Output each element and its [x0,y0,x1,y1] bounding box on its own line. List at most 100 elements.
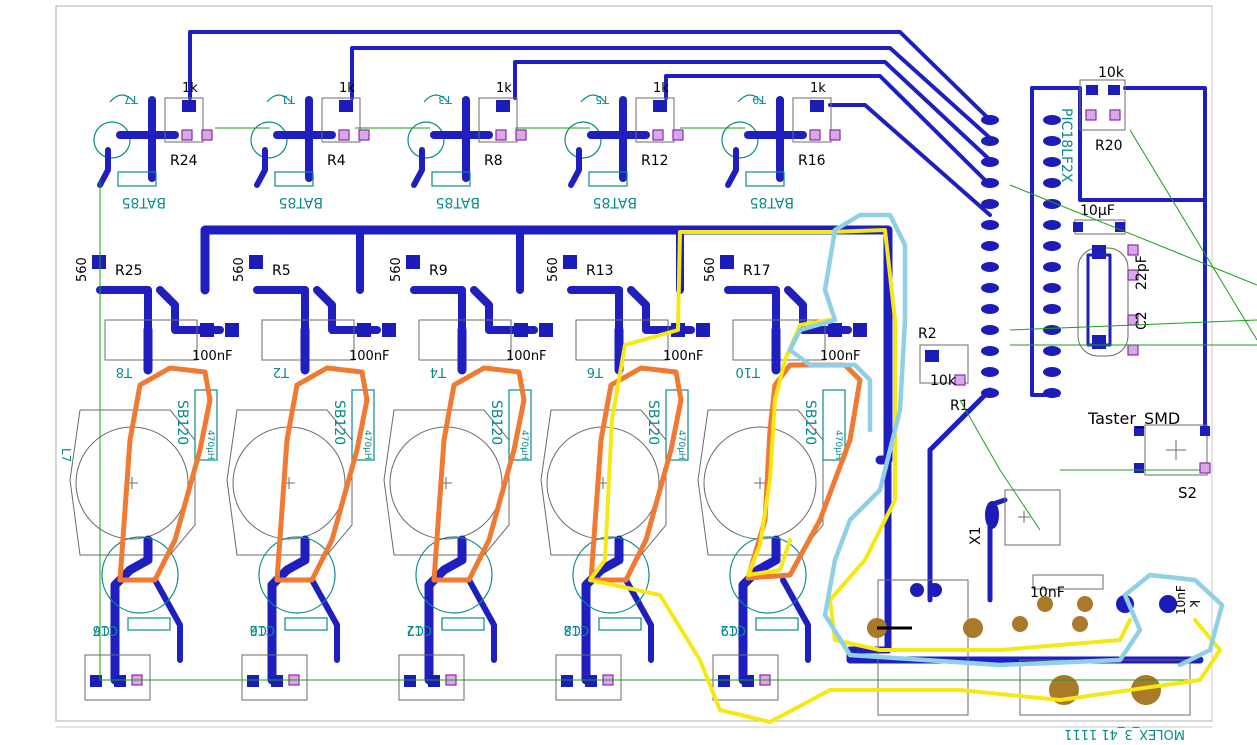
cap-value: 100nF [506,349,547,364]
transistor-top-body [407,121,445,159]
mcu-pad-right [1043,157,1061,167]
mcu-pad-left [981,241,999,251]
cap-low-ref: C9 [721,622,738,637]
diode-big-ref: SB120 [331,400,347,445]
trace-mid[interactable] [724,286,780,334]
mcu-pad-left [981,262,999,272]
transistor-top-outline [737,94,763,103]
r1-ref: R1 [950,398,969,414]
cap-bottom-circle [101,536,179,614]
r-low-ref: R9 [429,263,448,279]
lightblue-annotation [787,212,1225,668]
x1-crystal[interactable]: X1 [968,489,1061,546]
diode-ref: BAT85 [593,194,637,210]
c1-capacitor[interactable]: 10µF [1073,203,1126,235]
r-top-via [495,129,507,141]
trace-mid[interactable] [96,286,152,334]
trace-pwr-bot[interactable] [738,535,781,685]
orange-loop [274,365,370,583]
trace-pwr-bot-2[interactable] [623,577,654,663]
mcu-pad-left [981,367,999,377]
orange-loop [431,365,527,583]
diode-outline [274,171,314,187]
trace-diag[interactable] [254,147,268,188]
cap-bottom-outline [284,617,328,631]
trace-pwr-bot[interactable] [424,535,467,685]
trace-pwr-bot-2[interactable] [309,577,340,663]
r2-resistor[interactable]: R2 10k R1 [918,326,969,414]
orange-annotations [117,362,863,583]
r-low-value: 560 [703,257,718,282]
transistor-top-outline [109,94,135,103]
r-main-ref: R24 [170,153,198,169]
transistor-top-ref: T7 [124,93,139,106]
svg-text:PIC18LF2X: PIC18LF2X [1058,108,1074,183]
crystal-q[interactable]: 22pF C2 [1077,244,1150,357]
connector-pad-2 [585,675,597,687]
mcu-pad-left [981,115,999,125]
r-top-pad [182,100,196,112]
trace-pwr-bot[interactable] [581,535,624,685]
mcu-pad-right [1043,178,1061,188]
trace-diag[interactable] [411,147,425,188]
trace-pwr-bot-2[interactable] [780,577,811,663]
trace-diag[interactable] [97,147,111,188]
r-low-pad [92,255,106,269]
coil-outline [226,409,353,556]
left-edge-label: L7 [59,448,73,462]
transistor-top-outline [580,94,606,103]
trace-pwr-bot[interactable] [267,535,310,685]
transistor-top-outline [423,94,449,103]
molex-label: MOLEX_3_41 1111 [1064,726,1185,741]
transistor-top-body [93,121,131,159]
connector-pad [718,675,730,687]
cap-low-ref: C8 [564,622,581,637]
r-top-via [652,129,664,141]
trace-mid[interactable] [410,286,466,334]
connector-outline [555,654,622,701]
connector-outline [712,654,779,701]
trace-pwr-bot-2[interactable] [466,577,497,663]
cap-pad [828,323,842,337]
trace-mid[interactable] [253,286,309,334]
r2-value: 10k [930,373,957,389]
cap-value: 100nF [820,349,861,364]
mcu-pad-right [1043,199,1061,209]
orange-loop [588,365,684,583]
trace-pwr-bot[interactable] [110,535,153,685]
r2-ref: R2 [918,326,937,342]
cap-bottom-outline [755,617,799,631]
cap-value: 100nF [192,349,233,364]
mcu-pad-right [1043,283,1061,293]
transistor-top-body [250,121,288,159]
mcu-pad-right [1043,304,1061,314]
diode-outline [588,171,628,187]
r-main-ref: R4 [327,153,346,169]
r-top-via-2 [201,129,213,141]
trace-diag[interactable] [568,147,582,188]
r20-resistor[interactable]: 10k R20 [1079,65,1126,154]
r-low-pad [563,255,577,269]
trace-mid[interactable] [567,286,623,334]
cap-bottom-outline [598,617,642,631]
trace-diag[interactable] [725,147,739,188]
t-low-ref: T6 [587,364,604,379]
t-low-ref: T4 [430,364,447,379]
coil-value: 470µH [676,430,686,460]
trace-pwr-bot-2[interactable] [152,577,183,663]
cap-pad [514,323,528,337]
svg-text:L7: L7 [59,448,73,462]
r-top-value: 1k [653,81,669,96]
c-bottom-value: 10nF [1030,585,1065,601]
r-main-ref: R16 [798,153,826,169]
r-low-pad [720,255,734,269]
cap-pad-2 [225,323,239,337]
s2-taster[interactable]: Taster_SMD S2 [1087,409,1211,502]
orange-loop-5 [745,362,863,581]
